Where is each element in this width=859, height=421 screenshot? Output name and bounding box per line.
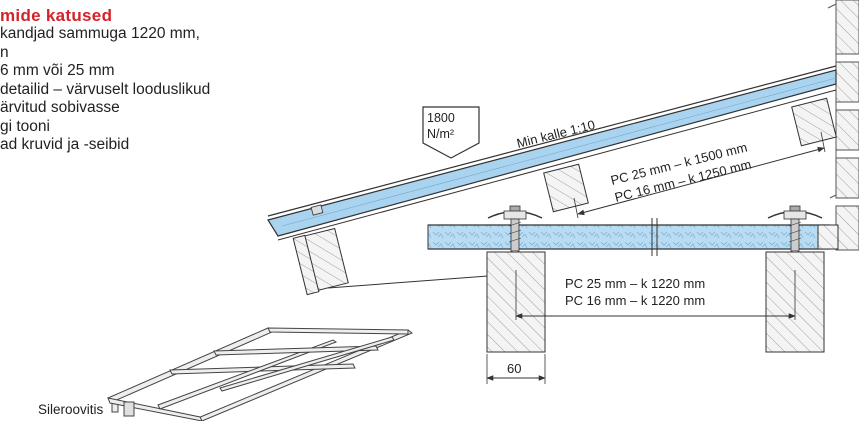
- load-value: 1800: [427, 111, 455, 125]
- text-line-2: n: [0, 43, 9, 61]
- load-indicator: [422, 106, 480, 159]
- flat-spacing-pc16: PC 16 mm – k 1220 mm: [565, 293, 705, 308]
- sloped-roof-panel: [267, 65, 837, 241]
- frame-label: Sileroovitis: [38, 402, 104, 417]
- dimension-60-label: 60: [507, 361, 521, 376]
- flat-roof-panel: [427, 218, 839, 256]
- sloped-rafters: [292, 97, 837, 296]
- text-line-4: detailid – värvuselt looduslikud: [0, 80, 211, 98]
- text-line-3: 6 mm või 25 mm: [0, 62, 115, 79]
- width-dimension: [486, 354, 546, 384]
- text-line-6: gi tooni: [0, 117, 50, 135]
- section-heading: mide katused: [0, 6, 113, 25]
- wall-right: [827, 0, 859, 251]
- support-beams: [486, 251, 825, 353]
- description-text: mide katused kandjad sammuga 1220 mm, n …: [0, 6, 300, 155]
- text-line-7: ad kruvid ja -seibid: [0, 136, 130, 153]
- slope-dimension: [573, 131, 826, 219]
- ground-frame: [107, 327, 413, 421]
- load-unit: N/m²: [427, 127, 454, 141]
- text-line-5: ärvitud sobivasse: [0, 99, 120, 116]
- flat-dimension: [515, 270, 796, 320]
- flat-spacing-pc25: PC 25 mm – k 1220 mm: [565, 276, 705, 291]
- text-line-1: kandjad sammuga 1220 mm,: [0, 25, 200, 42]
